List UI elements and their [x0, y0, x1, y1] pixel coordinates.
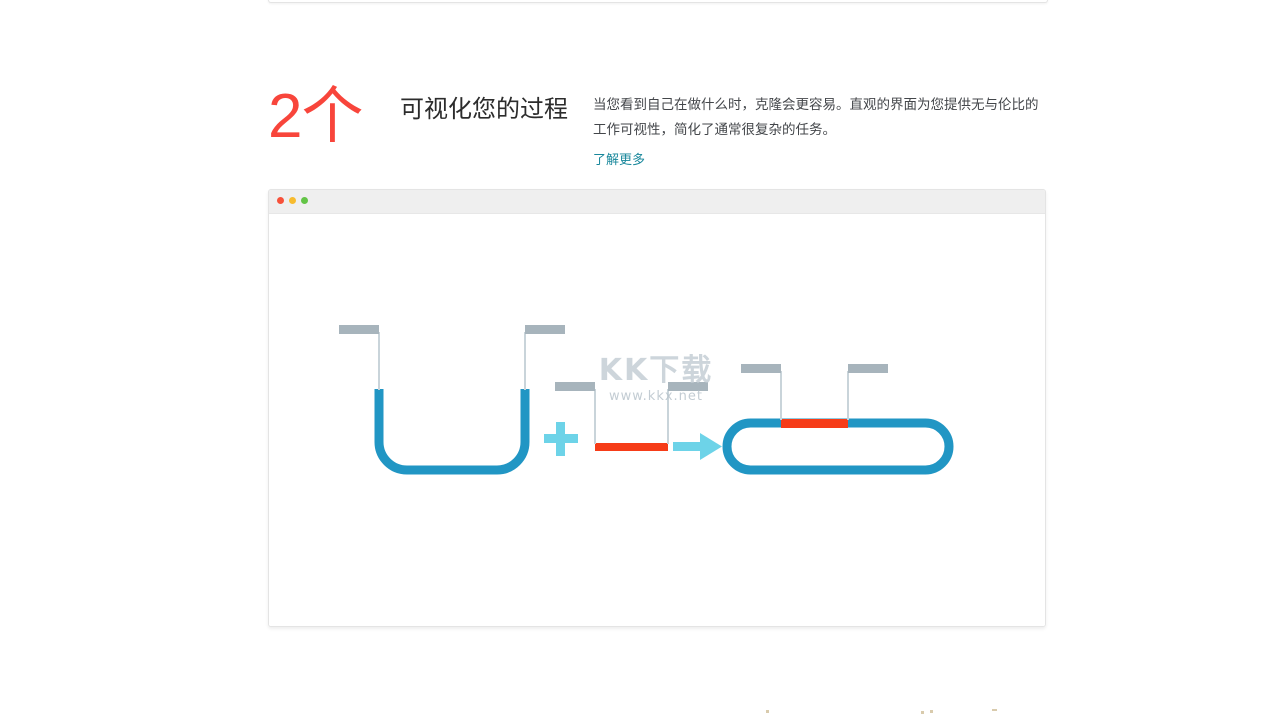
arrow-operator-icon — [673, 433, 722, 460]
arrow-shaft — [673, 442, 705, 451]
cloning-diagram — [339, 325, 954, 475]
plasmid-label-left — [741, 364, 781, 373]
browser-titlebar — [269, 190, 1045, 214]
section-headline: 2个 可视化您的过程 当您看到自己在做什么时，克隆会更容易。直观的界面为您提供无… — [268, 82, 1046, 176]
artifact-mark — [992, 709, 997, 711]
recombinant-plasmid-group — [722, 364, 954, 475]
plasmid-label-right — [848, 364, 888, 373]
artifact-mark — [766, 710, 769, 713]
previous-card-bottom-edge — [268, 0, 1048, 3]
insert-fragment-group — [555, 382, 708, 451]
learn-more-link[interactable]: 了解更多 — [593, 152, 646, 167]
window-controls — [277, 197, 308, 204]
browser-viewport: KK下载 www.kkx.net — [269, 214, 1045, 626]
plasmid-backbone — [722, 418, 954, 475]
vector-label-right — [525, 325, 565, 334]
plus-operator-icon — [544, 422, 578, 456]
plus-vertical-bar — [556, 422, 565, 456]
minimize-dot[interactable] — [289, 197, 296, 204]
close-dot[interactable] — [277, 197, 284, 204]
maximize-dot[interactable] — [301, 197, 308, 204]
insert-dna-segment — [595, 443, 668, 451]
section-title: 可视化您的过程 — [400, 96, 568, 123]
browser-window-card: KK下载 www.kkx.net — [268, 189, 1046, 627]
step-number: 2个 — [268, 82, 363, 151]
plasmid-insert-segment — [781, 419, 848, 428]
linearized-vector-group — [339, 325, 565, 475]
arrow-head — [700, 433, 722, 460]
section-description: 当您看到自己在做什么时，克隆会更容易。直观的界面为您提供无与伦比的工作可视性，简… — [593, 97, 1039, 137]
vector-label-left — [339, 325, 379, 334]
vector-backbone — [374, 389, 530, 475]
insert-label-left — [555, 382, 595, 391]
insert-label-right — [668, 382, 708, 391]
artifact-mark — [930, 710, 933, 713]
section-body-column: 当您看到自己在做什么时，克隆会更容易。直观的界面为您提供无与伦比的工作可视性，简… — [593, 92, 1051, 170]
next-section-artifacts — [0, 706, 1280, 720]
artifact-mark — [921, 711, 924, 714]
